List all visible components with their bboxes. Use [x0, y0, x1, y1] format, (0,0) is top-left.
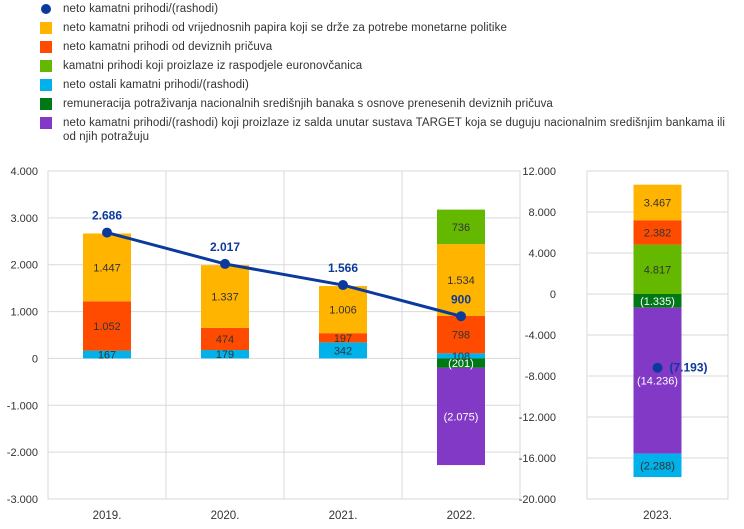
legend-swatch-tgt	[40, 117, 52, 129]
legend-label-bn: kamatni prihodi koji proizlaze iz raspod…	[63, 60, 363, 72]
bar-mp-1-0	[633, 184, 682, 221]
y-tick-label-1-4: -4.000	[525, 330, 556, 342]
bar-oth-0-1	[201, 350, 249, 359]
x-tick-label-0-0: 2019.	[93, 510, 122, 522]
y-tick-label-0-0: -3.000	[7, 494, 38, 506]
data-label-tgt-1-0: (14.236)	[637, 376, 678, 388]
legend-label-fx: neto kamatni prihodi od deviznih pričuva	[63, 41, 273, 53]
legend-swatch-mp	[40, 22, 52, 34]
series-line-net-0	[106, 231, 462, 318]
y-tick-label-1-3: -8.000	[525, 371, 556, 383]
bar-oth-0-3	[437, 353, 485, 359]
data-label-mp-0-1: 1.337	[211, 292, 239, 304]
bar-fx-0-2	[319, 333, 367, 343]
x-tick-label-0-2: 2021.	[329, 510, 358, 522]
line-point-net-0-1	[220, 258, 230, 269]
y-tick-label-1-6: 4.000	[528, 248, 556, 260]
legend-item-oth: neto ostali kamatni prihodi/(rashodi)	[40, 78, 730, 92]
data-label-fx-0-3: 798	[452, 330, 470, 342]
legend-item-fx: neto kamatni prihodi od deviznih pričuva	[40, 40, 730, 54]
y-tick-label-1-7: 8.000	[528, 207, 556, 219]
bar-mp-0-0	[83, 233, 131, 302]
bar-oth-0-0	[83, 350, 131, 359]
data-label-bn-1-0: 4.817	[644, 264, 672, 276]
y-tick-label-1-0: -20.000	[519, 494, 556, 506]
data-label-fx-0-1: 474	[216, 334, 234, 346]
data-label-fx-1-0: 2.382	[644, 227, 672, 239]
legend-label-mp: neto kamatni prihodi od vrijednosnih pap…	[63, 22, 507, 34]
bar-tgt-1-0	[633, 307, 682, 454]
legend-label-oth: neto ostali kamatni prihodi/(rashodi)	[63, 79, 249, 91]
legend-item-mp: neto kamatni prihodi od vrijednosnih pap…	[40, 21, 730, 35]
chart-legend: neto kamatni prihodi/(rashodi) neto kamat…	[40, 2, 730, 149]
bar-oth-1-0	[633, 453, 682, 478]
legend-label-net: neto kamatni prihodi/(rashodi)	[63, 3, 219, 15]
bar-mp-0-3	[437, 244, 485, 316]
data-label-oth-0-1: 179	[216, 349, 234, 361]
y-tick-label-1-1: -16.000	[519, 453, 556, 465]
bar-bn-1-0	[633, 244, 682, 294]
y-tick-label-1-8: 12.000	[522, 166, 556, 178]
data-label-oth-1-0: (2.288)	[640, 460, 675, 472]
legend-item-tgt: neto kamatni prihodi/(rashodi) koji proi…	[40, 116, 730, 144]
line-point-net-0-2	[338, 280, 348, 291]
y-tick-label-0-4: 1.000	[10, 307, 38, 319]
legend-item-net: neto kamatni prihodi/(rashodi)	[40, 2, 730, 16]
legend-label-tgt: neto kamatni prihodi/(rashodi) koji proi…	[63, 117, 726, 143]
x-tick-label-0-3: 2022.	[447, 510, 476, 522]
y-tick-label-0-3: 0	[32, 353, 38, 365]
line-point-net-1-0	[652, 362, 663, 373]
line-point-net-0-0	[102, 227, 112, 238]
bar-fx-0-0	[83, 301, 131, 351]
legend-swatch-rem	[40, 98, 52, 110]
y-tick-label-0-2: -1.000	[7, 400, 38, 412]
data-label-oth-0-2: 342	[334, 345, 352, 357]
legend-swatch-bn	[40, 60, 52, 72]
legend-swatch-fx	[40, 41, 52, 53]
legend-swatch-oth	[40, 79, 52, 91]
data-label-oth-0-3: 108	[452, 351, 470, 363]
data-label-fx-0-0: 1.052	[93, 321, 121, 333]
line-label-net-0-1: 2.017	[210, 240, 240, 254]
bar-fx-0-1	[201, 327, 249, 351]
data-label-rem-1-0: (1.335)	[640, 296, 675, 308]
line-point-net-0-3	[456, 311, 466, 322]
y-tick-label-1-5: 0	[550, 289, 556, 301]
bar-oth-0-2	[319, 342, 367, 359]
line-label-net-0-2: 1.566	[328, 261, 358, 275]
x-tick-label-0-1: 2020.	[211, 510, 240, 522]
line-label-net-0-3: 900	[451, 292, 471, 306]
bar-rem-1-0	[633, 294, 682, 308]
y-tick-label-0-6: 3.000	[10, 213, 38, 225]
data-label-mp-0-3: 1.534	[447, 275, 475, 287]
data-label-mp-0-0: 1.447	[93, 262, 121, 274]
legend-swatch-net	[41, 4, 51, 14]
data-label-rem-0-3: (201)	[448, 358, 474, 370]
data-label-fx-0-2: 197	[334, 333, 352, 345]
line-label-net-1-0: (7.193)	[670, 361, 708, 375]
data-label-mp-0-2: 1.006	[329, 305, 357, 317]
data-label-bn-0-3: 736	[452, 222, 470, 234]
y-tick-label-0-1: -2.000	[7, 447, 38, 459]
bar-mp-0-1	[201, 265, 249, 328]
x-tick-label-1-0: 2023.	[643, 510, 672, 522]
legend-label-rem: remuneracija potraživanja nacionalnih sr…	[63, 98, 553, 110]
bar-tgt-0-3	[437, 367, 485, 466]
y-tick-label-0-7: 4.000	[10, 166, 38, 178]
y-tick-label-0-5: 2.000	[10, 260, 38, 272]
line-label-net-0-0: 2.686	[92, 209, 122, 223]
data-label-tgt-0-3: (2.075)	[444, 411, 479, 423]
bar-mp-0-2	[319, 286, 367, 334]
data-label-mp-1-0: 3.467	[644, 197, 672, 209]
bar-fx-1-0	[633, 220, 682, 245]
bar-fx-0-3	[437, 315, 485, 354]
legend-item-rem: remuneracija potraživanja nacionalnih sr…	[40, 97, 730, 111]
bar-bn-0-3	[437, 209, 485, 245]
y-tick-label-1-2: -12.000	[519, 412, 556, 424]
data-label-oth-0-0: 167	[98, 350, 116, 362]
bar-rem-0-3	[437, 358, 485, 368]
legend-item-bn: kamatni prihodi koji proizlaze iz raspod…	[40, 59, 730, 73]
